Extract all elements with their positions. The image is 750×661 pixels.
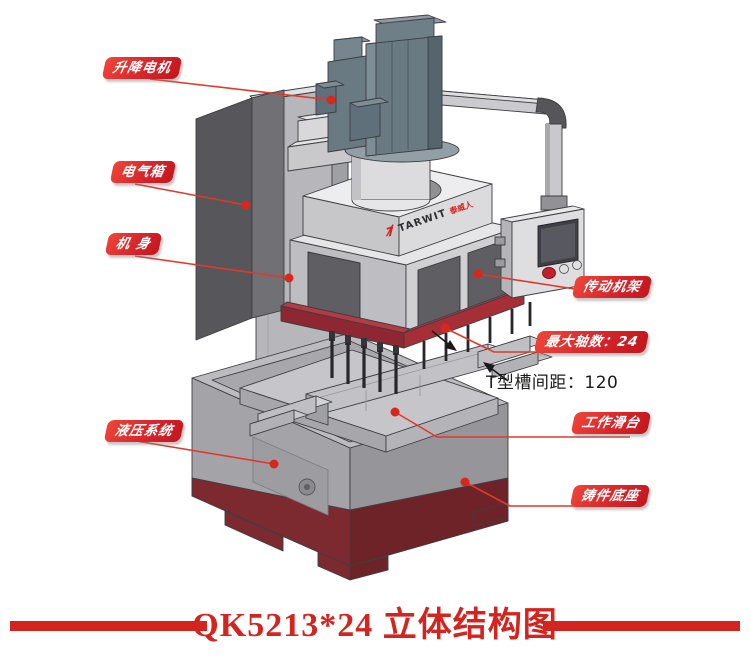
label-machine-body: 机 身: [104, 233, 163, 255]
spindle-plate: [280, 284, 531, 349]
label-casting-base: 铸件底座: [569, 485, 651, 507]
dimension-arrows: [431, 330, 509, 382]
electrical-box: [195, 89, 285, 341]
t-slot-spacing-note: T型槽间距：120: [486, 373, 619, 393]
label-lift-motor: 升降电机: [101, 57, 183, 79]
label-work-slide: 工作滑台: [570, 412, 652, 434]
label-transmission-frame: 传动机架: [571, 276, 653, 298]
leader-dots: [241, 95, 483, 487]
label-electric-box: 电气箱: [109, 161, 176, 183]
emergency-stop-button: [542, 267, 556, 279]
label-hydraulic-system: 液压系统: [103, 420, 185, 442]
control-pendant: [494, 205, 585, 299]
hydraulic-access-door: [252, 436, 329, 516]
diagram-title: QK5213*24 立体结构图: [192, 607, 558, 644]
title-rule-right: [543, 621, 740, 631]
label-max-spindle-count: 最大轴数：24: [533, 331, 650, 353]
drill-spindles: [329, 302, 532, 394]
title-rule-left: [10, 621, 207, 631]
lift-motors: [315, 14, 447, 157]
